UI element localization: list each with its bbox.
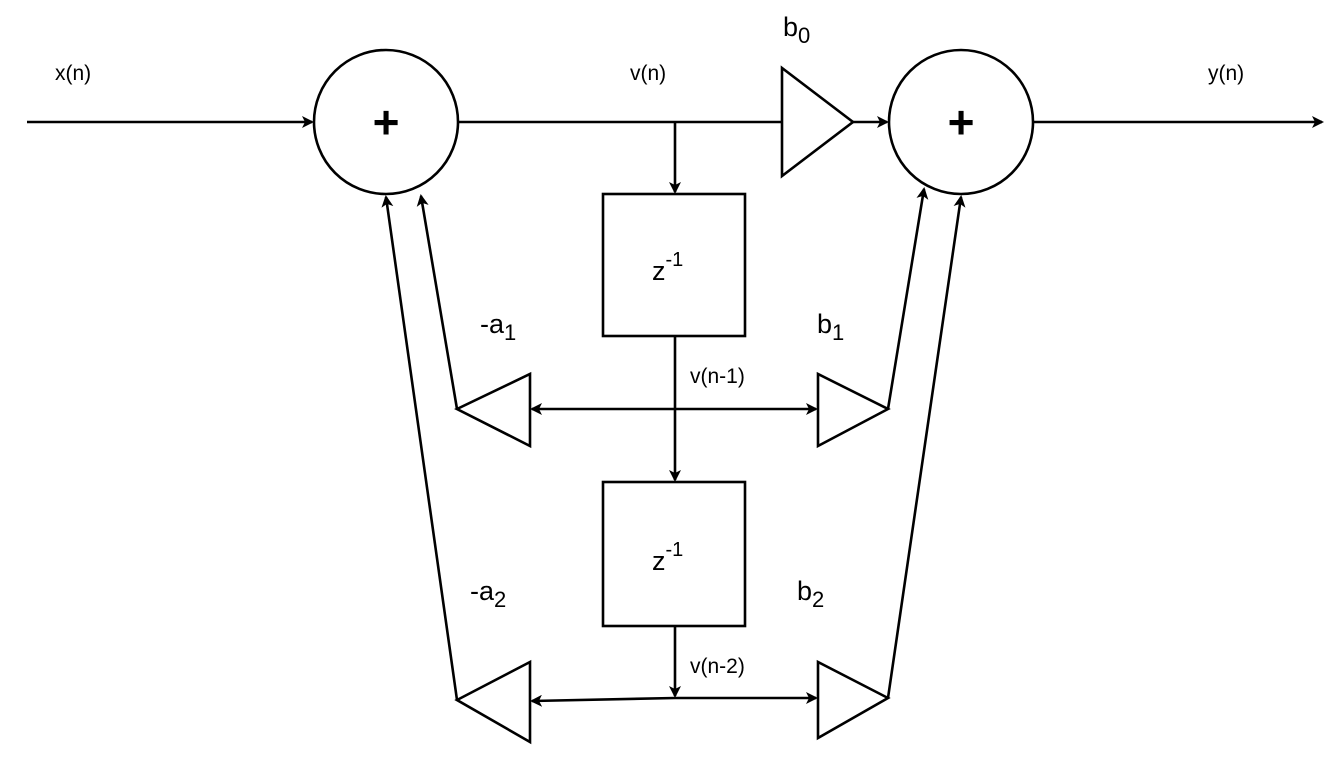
delay-2-label: z-1 bbox=[652, 539, 683, 576]
gain-b0: b0 bbox=[780, 12, 856, 179]
output-adder: + bbox=[887, 48, 1035, 196]
b2-feedforward-wire bbox=[886, 195, 966, 699]
delay-1: z-1 bbox=[601, 192, 747, 338]
gain-a2-triangle bbox=[454, 659, 532, 745]
gain-a1-label: -a1 bbox=[480, 309, 516, 345]
state-label: v(n) bbox=[630, 62, 666, 85]
gain-b0-triangle bbox=[780, 65, 856, 179]
delay-2: z-1 bbox=[601, 480, 747, 628]
gain-b2-label: b2 bbox=[797, 576, 824, 612]
gain-b2: b2 bbox=[797, 576, 891, 741]
delay-1-label: z-1 bbox=[652, 249, 683, 286]
a2-feedback-wire bbox=[381, 195, 459, 701]
a1-feedback-wire bbox=[416, 194, 459, 410]
gain-b1: b1 bbox=[816, 309, 891, 449]
delay-1-box bbox=[601, 192, 747, 338]
input-label: x(n) bbox=[55, 62, 91, 85]
gain-b1-triangle bbox=[816, 371, 891, 449]
gain-a2: -a2 bbox=[454, 576, 532, 745]
gain-b2-triangle bbox=[816, 659, 891, 741]
gain-b1-label: b1 bbox=[817, 309, 844, 345]
input-adder: + bbox=[312, 48, 460, 196]
delay-2-box bbox=[601, 480, 747, 628]
output-adder-plus: + bbox=[948, 96, 975, 148]
gain-a2-label: -a2 bbox=[470, 576, 506, 612]
gain-a1: -a1 bbox=[454, 309, 532, 449]
v2-to-a2-wire bbox=[530, 694, 676, 707]
output-label: y(n) bbox=[1208, 62, 1244, 85]
input-adder-plus: + bbox=[373, 96, 400, 148]
delay1-out-label: v(n-1) bbox=[690, 365, 745, 388]
gain-b0-label: b0 bbox=[783, 12, 810, 48]
gain-a1-triangle bbox=[454, 371, 532, 449]
delay2-out-label: v(n-2) bbox=[690, 655, 745, 678]
b1-feedforward-wire bbox=[886, 187, 929, 410]
